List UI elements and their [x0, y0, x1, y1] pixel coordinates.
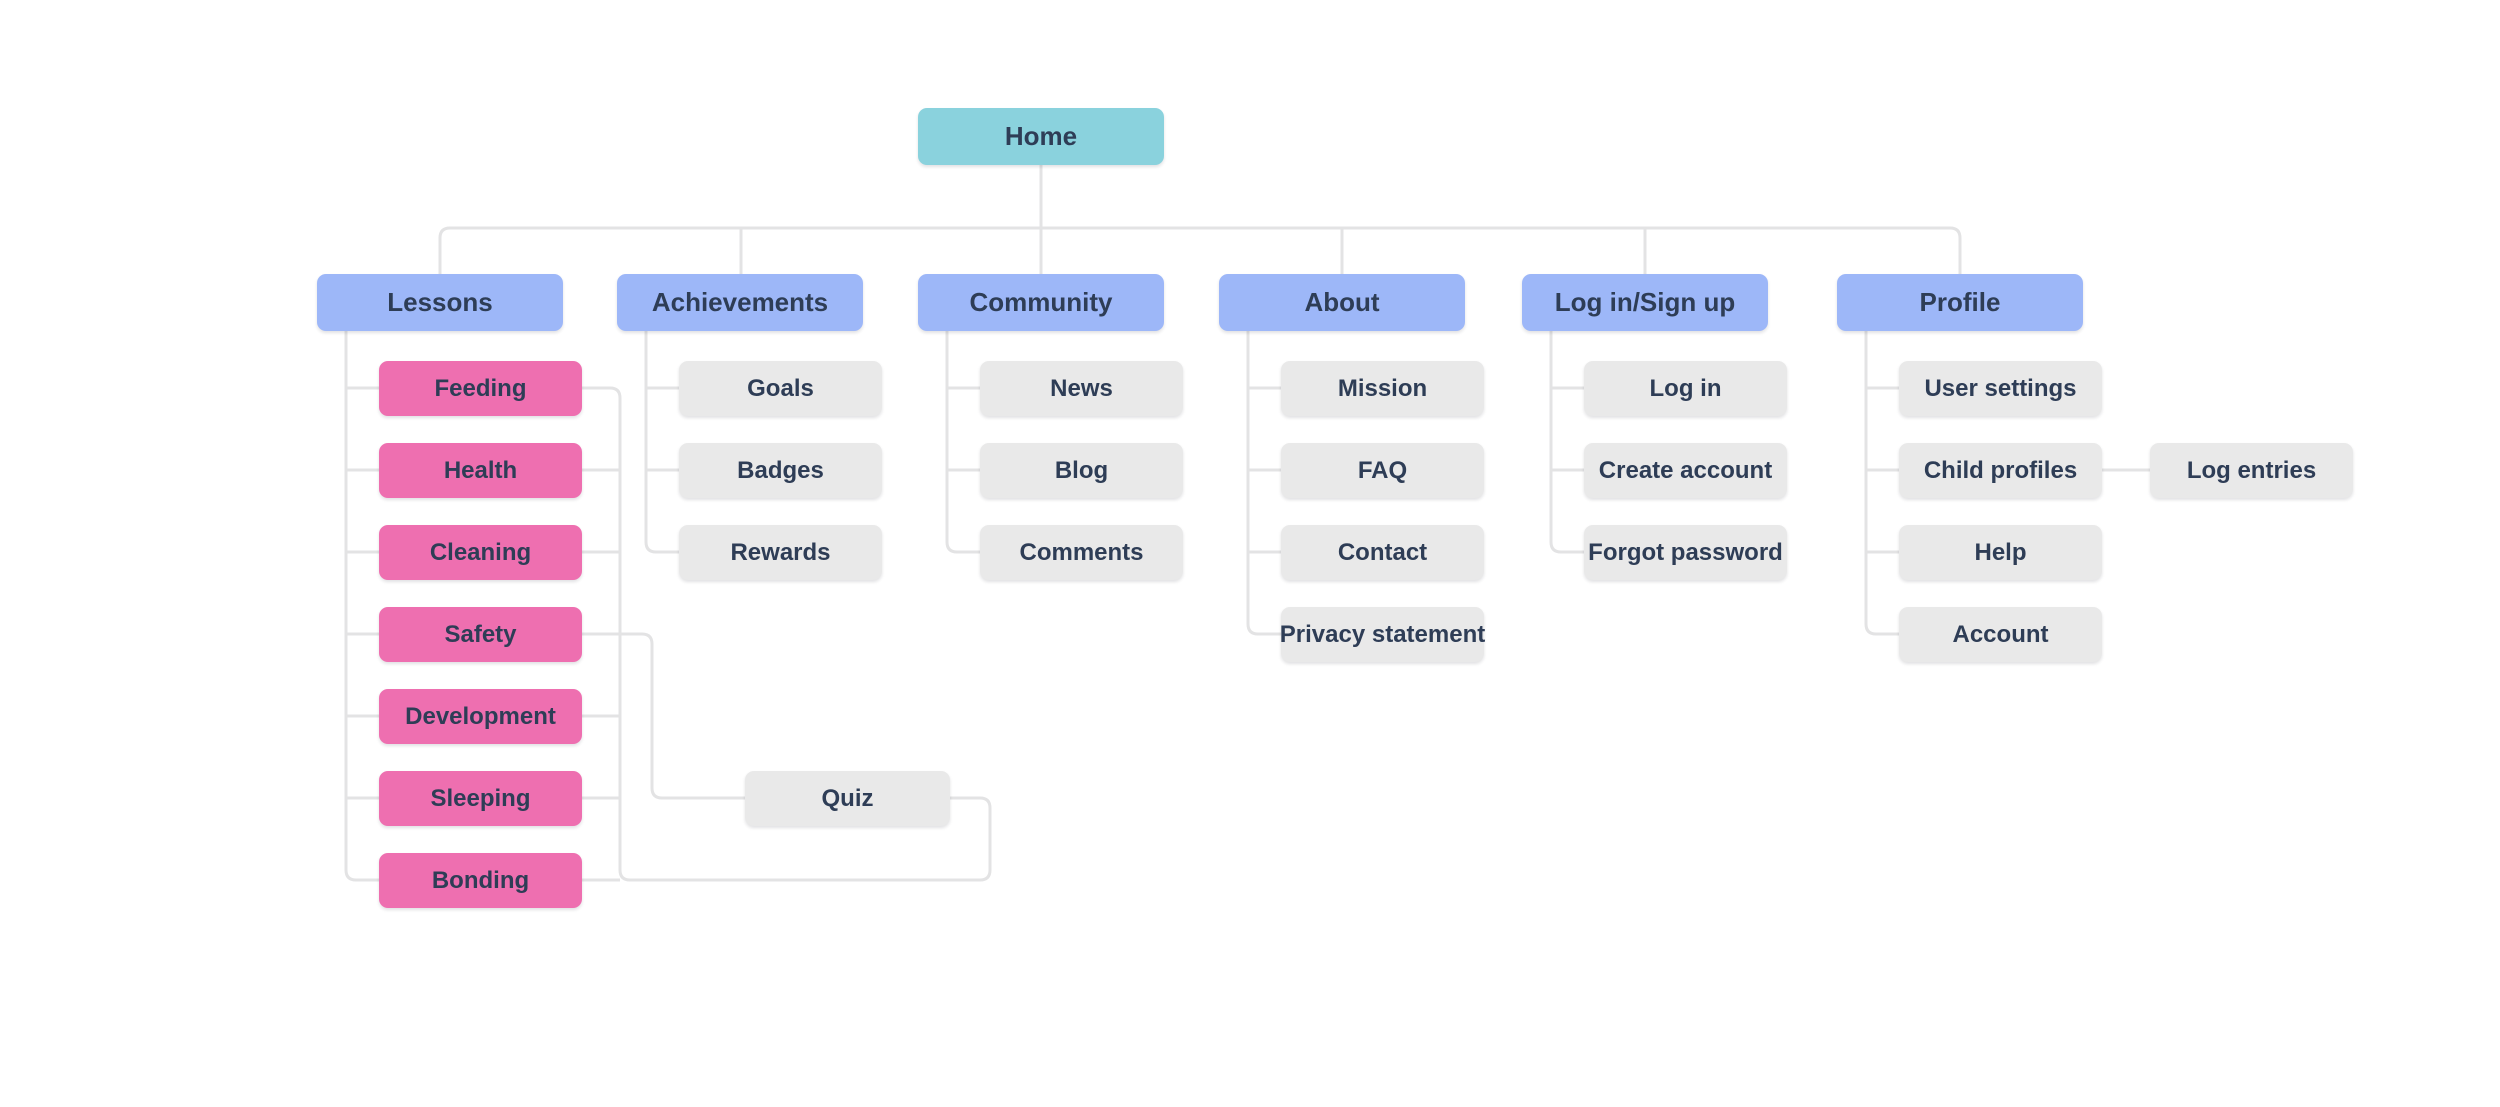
node-child-profiles[interactable]: Child profiles: [1899, 443, 2102, 498]
connector-profile-bus: [1864, 331, 1899, 636]
node-achievements[interactable]: Achievements: [617, 274, 863, 331]
node-faq[interactable]: FAQ: [1281, 443, 1484, 498]
node-home[interactable]: Home: [918, 108, 1164, 165]
node-help[interactable]: Help: [1899, 525, 2102, 580]
node-bonding[interactable]: Bonding: [379, 853, 582, 908]
node-account[interactable]: Account: [1899, 607, 2102, 662]
connector-community-bus: [945, 331, 980, 554]
connector-safety-to-quiz: [582, 632, 745, 800]
node-community[interactable]: Community: [918, 274, 1164, 331]
node-goals[interactable]: Goals: [679, 361, 882, 416]
node-about[interactable]: About: [1219, 274, 1465, 331]
connector-login-bus: [1549, 331, 1584, 554]
node-log-in[interactable]: Log in: [1584, 361, 1787, 416]
connector-lessons-bus: [344, 331, 379, 882]
node-privacy-statement[interactable]: Privacy statement: [1280, 607, 1485, 662]
node-forgot-password[interactable]: Forgot password: [1584, 525, 1787, 580]
connector-lessons-right-bus: [582, 386, 992, 882]
node-lessons[interactable]: Lessons: [317, 274, 563, 331]
node-sleeping[interactable]: Sleeping: [379, 771, 582, 826]
node-badges[interactable]: Badges: [679, 443, 882, 498]
node-quiz[interactable]: Quiz: [745, 771, 950, 826]
node-blog[interactable]: Blog: [980, 443, 1183, 498]
node-mission[interactable]: Mission: [1281, 361, 1484, 416]
node-contact[interactable]: Contact: [1281, 525, 1484, 580]
node-rewards[interactable]: Rewards: [679, 525, 882, 580]
node-log-entries[interactable]: Log entries: [2150, 443, 2353, 498]
connector-achievements-bus: [644, 331, 679, 554]
node-create-account[interactable]: Create account: [1584, 443, 1787, 498]
connector-about-bus: [1246, 331, 1281, 636]
node-comments[interactable]: Comments: [980, 525, 1183, 580]
node-development[interactable]: Development: [379, 689, 582, 744]
node-safety[interactable]: Safety: [379, 607, 582, 662]
node-feeding[interactable]: Feeding: [379, 361, 582, 416]
node-profile[interactable]: Profile: [1837, 274, 2083, 331]
node-user-settings[interactable]: User settings: [1899, 361, 2102, 416]
node-health[interactable]: Health: [379, 443, 582, 498]
node-cleaning[interactable]: Cleaning: [379, 525, 582, 580]
node-news[interactable]: News: [980, 361, 1183, 416]
node-login-signup[interactable]: Log in/Sign up: [1522, 274, 1768, 331]
connector-top-bus: [438, 226, 1962, 274]
